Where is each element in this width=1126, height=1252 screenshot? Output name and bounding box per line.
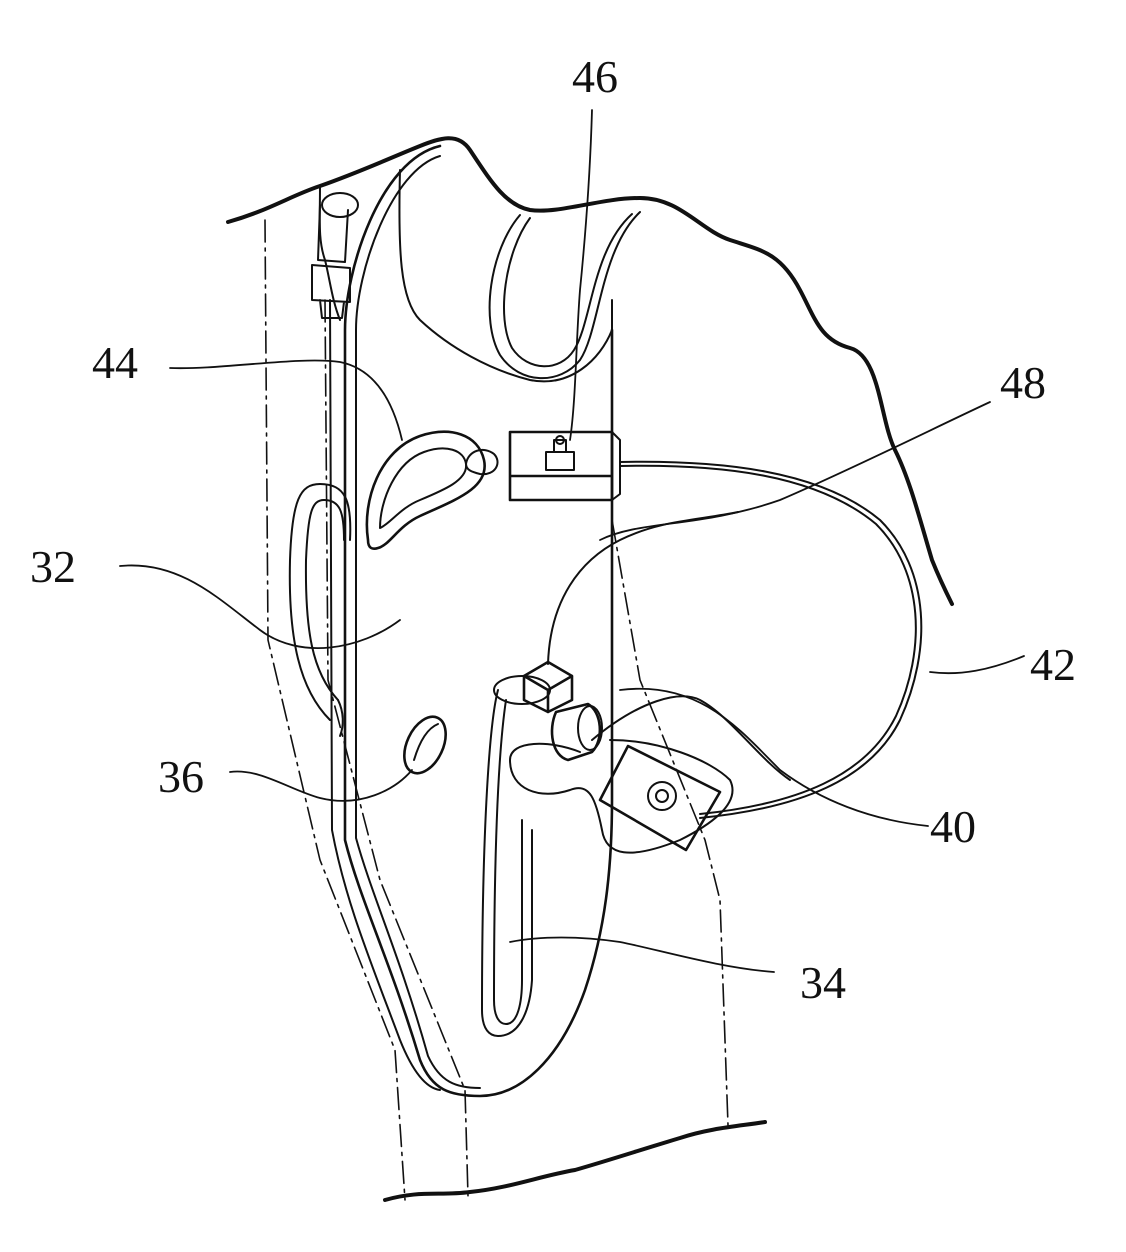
label-32: 32 bbox=[30, 541, 76, 592]
label-44: 44 bbox=[92, 337, 138, 388]
top-cylinder bbox=[399, 170, 612, 381]
label-36: 36 bbox=[158, 751, 204, 802]
top-hole-outer bbox=[490, 212, 640, 378]
chain-link-44-outer bbox=[367, 432, 485, 549]
bracket-plate-inner-edge bbox=[356, 156, 480, 1088]
wire-48 bbox=[548, 512, 738, 664]
leader-46 bbox=[570, 110, 592, 440]
label-40: 40 bbox=[930, 801, 976, 852]
left-slot-lower bbox=[338, 700, 343, 736]
leader-42 bbox=[930, 656, 1024, 673]
label-46: 46 bbox=[572, 51, 618, 102]
bracket-plate-outline bbox=[345, 146, 612, 1096]
sensor-cylinder bbox=[552, 704, 600, 760]
left-slot-inner bbox=[306, 500, 344, 700]
sensor-nut-inner bbox=[656, 790, 668, 802]
label-48: 48 bbox=[1000, 357, 1046, 408]
long-slot-outer bbox=[482, 690, 532, 1036]
leader-44 bbox=[170, 360, 402, 440]
label-34: 34 bbox=[800, 957, 846, 1008]
sensor-cylinder-end bbox=[578, 706, 602, 750]
sensor-loop-wire-2 bbox=[592, 696, 790, 780]
label-42: 42 bbox=[1030, 639, 1076, 690]
top-bolt bbox=[322, 193, 358, 217]
bracket-plate-side bbox=[330, 300, 440, 1090]
leader-34 bbox=[510, 938, 774, 973]
hole-36-inner bbox=[414, 724, 438, 760]
bottom-break-line bbox=[385, 1122, 765, 1200]
hole-36 bbox=[396, 710, 454, 780]
chain-link-44-inner bbox=[380, 448, 466, 528]
sensor-nut-outer bbox=[648, 782, 676, 810]
left-slot bbox=[290, 484, 351, 720]
sensor-mount bbox=[524, 662, 572, 712]
leader-36 bbox=[230, 770, 412, 801]
long-slot-top bbox=[494, 676, 550, 704]
top-break-line bbox=[228, 138, 952, 604]
leader-48 bbox=[600, 402, 990, 540]
switch-block-46 bbox=[510, 432, 612, 500]
leader-32 bbox=[120, 565, 400, 648]
